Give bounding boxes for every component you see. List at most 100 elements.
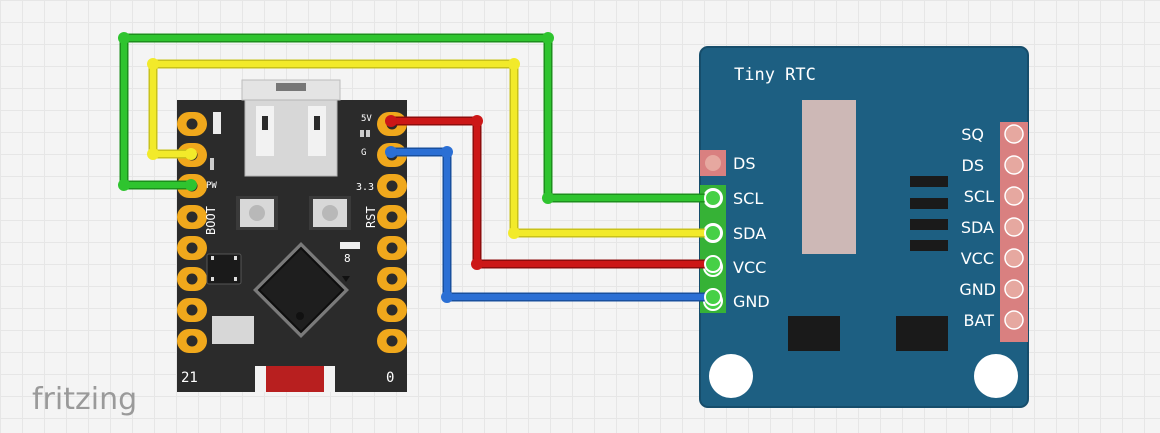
pin-gnd-right[interactable] (1004, 279, 1024, 299)
wire-bend (542, 32, 554, 44)
label-3v3: 3.3 (356, 182, 374, 193)
rtc-module: Tiny RTC DS SCL SDA VCC GND (699, 46, 1029, 408)
wires (118, 32, 718, 303)
regulator-chip (206, 253, 242, 285)
label-right-2: SCL (964, 187, 994, 206)
label-left-0: DS (733, 154, 755, 173)
pad-hole (386, 304, 398, 316)
smd-resistor (340, 242, 360, 249)
mounting-hole (974, 354, 1018, 398)
usb-port (276, 83, 306, 91)
smd-chip (910, 198, 948, 209)
pin-hole (705, 155, 721, 171)
wire-bend (441, 291, 453, 303)
wire-end (185, 179, 197, 191)
pin-ds-right[interactable] (1004, 155, 1024, 175)
wire-bend (508, 58, 520, 70)
pin-cap (704, 288, 722, 306)
label-pin-21: 21 (181, 370, 198, 386)
pin-cap (704, 255, 722, 273)
rst-button-cap[interactable] (322, 205, 338, 221)
wire-bend (441, 146, 453, 158)
chip-marker (342, 276, 350, 282)
rtc-title: Tiny RTC (734, 65, 816, 85)
pad-hole (186, 118, 198, 130)
wire-end (185, 148, 197, 160)
label-g: G (361, 148, 366, 158)
pad-hole (386, 242, 398, 254)
label-gpio8: 8 (344, 252, 351, 265)
mounting-hole (709, 354, 753, 398)
battery-holder (802, 100, 856, 254)
smd-cap (360, 130, 364, 137)
smd-chip (910, 240, 948, 251)
usb-slot (314, 116, 320, 130)
mcu-chip (253, 242, 350, 338)
label-boot: BOOT (204, 206, 218, 235)
smd-chip (910, 219, 948, 230)
pin-sq[interactable] (1004, 124, 1024, 144)
wire-bend (118, 179, 130, 191)
label-rst: RST (364, 206, 378, 228)
smd-pin (211, 277, 214, 281)
wire-yellow[interactable] (150, 61, 716, 236)
pad-hole (186, 304, 198, 316)
label-right-4: VCC (961, 249, 994, 268)
wire-bend (471, 115, 483, 127)
usb-tab (256, 106, 274, 156)
pin-scl-right[interactable] (1004, 186, 1024, 206)
smd-chip (910, 176, 948, 187)
wire-green[interactable] (121, 35, 716, 201)
wire-bend (147, 148, 159, 160)
smd-chip (788, 316, 840, 351)
boot-button-cap[interactable] (249, 205, 265, 221)
chip-dot (296, 312, 304, 320)
rtc-right-header: SQ DS SCL SDA VCC GND BAT (959, 122, 1028, 342)
wire-bend (542, 192, 554, 204)
smd-pin (234, 277, 237, 281)
wire-end (385, 146, 397, 158)
fuse-body (266, 366, 324, 392)
label-left-2: SDA (733, 224, 766, 243)
wire-bend (471, 258, 483, 270)
pad-hole (386, 273, 398, 285)
label-right-5: GND (959, 280, 996, 299)
pin-bat[interactable] (1004, 310, 1024, 330)
usb-tab (308, 106, 326, 156)
wire-bend (147, 58, 159, 70)
fritzing-watermark: fritzing (32, 382, 137, 417)
pad-hole (186, 335, 198, 347)
wire-red[interactable] (388, 118, 716, 267)
smd-pin (234, 256, 237, 260)
usb-c-connector (241, 79, 341, 177)
pin-sda-right[interactable] (1004, 217, 1024, 237)
label-right-3: SDA (961, 218, 994, 237)
smd-chip (896, 316, 948, 351)
pad-hole (386, 335, 398, 347)
wire-blue[interactable] (388, 149, 716, 300)
wire-bend (118, 32, 130, 44)
pad-hole (386, 211, 398, 223)
smd-led (210, 158, 214, 170)
wire-end (385, 115, 397, 127)
pin-cap (704, 224, 722, 242)
pin-cap (704, 189, 722, 207)
label-5v: 5V (361, 114, 372, 124)
label-pw: PW (206, 181, 217, 191)
label-left-4: GND (733, 292, 770, 311)
label-pin-0: 0 (386, 370, 394, 386)
chip-body (257, 246, 345, 334)
pin-vcc-right[interactable] (1004, 248, 1024, 268)
pad-hole (186, 211, 198, 223)
pad-hole (186, 242, 198, 254)
smd-resistor (213, 112, 221, 134)
rtc-pin-caps (704, 189, 722, 306)
left-pads (177, 112, 207, 353)
smd-cap (366, 130, 370, 137)
label-right-6: BAT (964, 311, 995, 330)
label-right-0: SQ (961, 125, 984, 144)
pad-hole (186, 273, 198, 285)
antenna-block (212, 316, 254, 344)
label-left-3: VCC (733, 258, 766, 277)
